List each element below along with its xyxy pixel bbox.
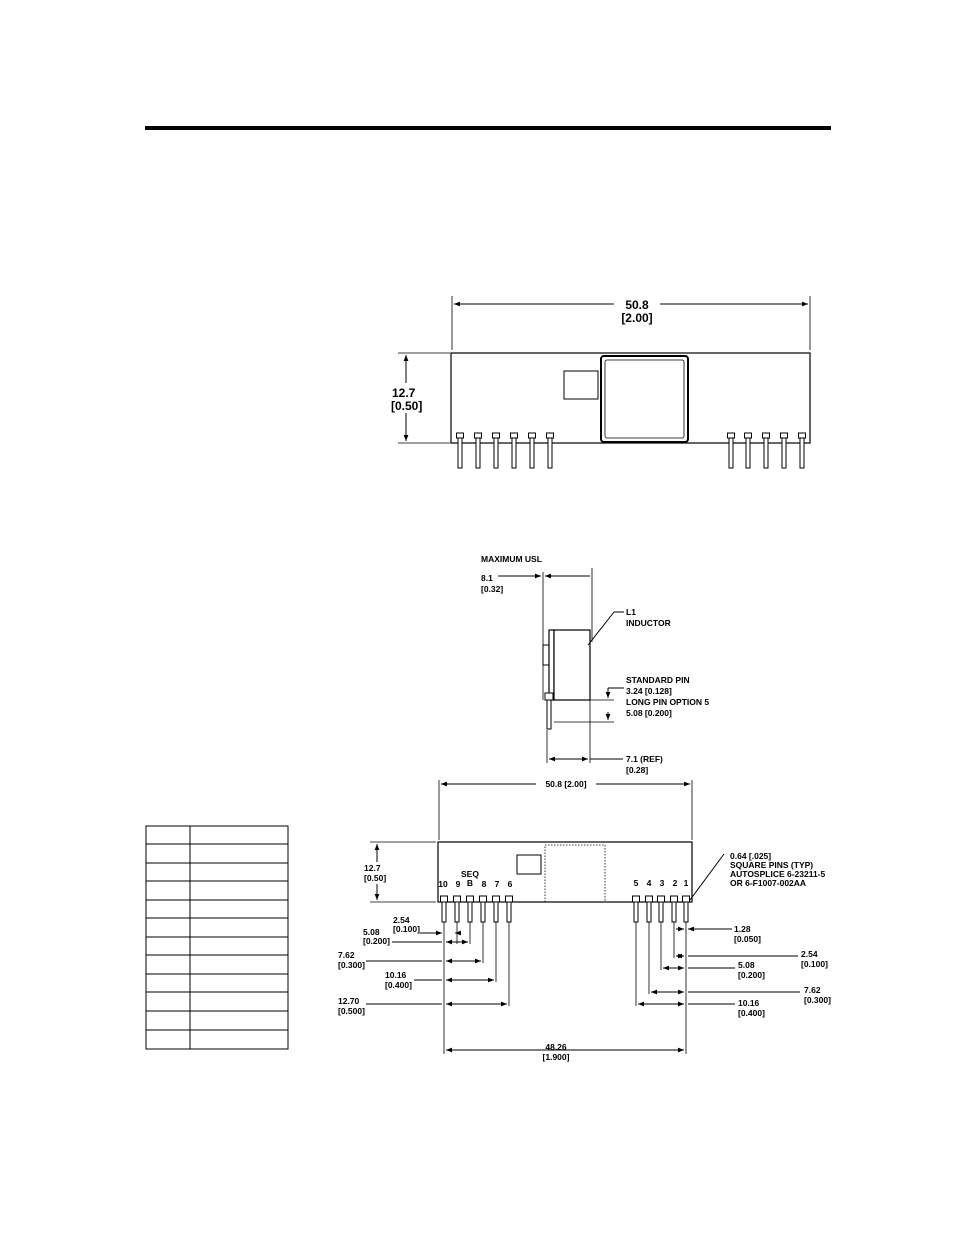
module-body-bottom xyxy=(437,841,693,903)
bottom-view: 50.8 [2.00] 12.7 [0.50] SEQ 10 9 B 8 7 6… xyxy=(338,779,831,1062)
module-body-top xyxy=(450,352,811,444)
pin-number-4: 4 xyxy=(647,878,652,888)
side-depth-mm: 8.1 xyxy=(481,573,493,583)
bottom-height-in: [0.50] xyxy=(364,873,386,883)
seq-label: SEQ xyxy=(461,869,479,879)
side-depth-in: [0.32] xyxy=(481,584,503,594)
total-span-in: [1.900] xyxy=(543,1052,570,1062)
long-pin-label: LONG PIN OPTION 5 xyxy=(626,697,709,707)
bottom-width: 50.8 [2.00] xyxy=(545,779,586,789)
right-dim-1-in: [0.050] xyxy=(734,934,761,944)
standard-pin-dim: 3.24 [0.128] xyxy=(626,686,672,696)
left-dim-4-in: [0.400] xyxy=(385,980,412,990)
inductor-outline-bottom xyxy=(544,844,606,903)
left-dim-2-mm: 5.08 xyxy=(363,927,380,937)
top-height-mm: 12.7 xyxy=(392,386,416,400)
pin-note-line-3: AUTOSPLICE 6-23211-5 xyxy=(730,869,826,879)
pin-number-b: B xyxy=(467,878,473,888)
max-usl-label: MAXIMUM USL xyxy=(481,554,542,564)
pin-number-6: 6 xyxy=(508,879,513,889)
pin-note-line-4: OR 6-F1007-002AA xyxy=(730,878,806,888)
header-rule xyxy=(145,126,831,130)
pin-number-3: 3 xyxy=(660,878,665,888)
pin-note-line-1: 0.64 [.025] xyxy=(730,851,771,861)
left-dim-3-in: [0.300] xyxy=(338,960,365,970)
side-pin xyxy=(546,699,552,730)
pin-number-5: 5 xyxy=(634,878,639,888)
right-dim-4-in: [0.300] xyxy=(804,995,831,1005)
side-view: MAXIMUM USL 8.1 [0.32] L1 INDUCTOR STAND… xyxy=(481,554,709,775)
small-component-bottom xyxy=(516,854,542,875)
top-width-in: [2.00] xyxy=(621,311,652,325)
right-dim-5-in: [0.400] xyxy=(738,1008,765,1018)
right-dim-4-mm: 7.62 xyxy=(804,985,821,995)
left-dim-3-mm: 7.62 xyxy=(338,950,355,960)
pin-number-1: 1 xyxy=(684,878,689,888)
inductor-top xyxy=(600,355,689,443)
right-dim-3-in: [0.200] xyxy=(738,970,765,980)
right-dim-5-mm: 10.16 xyxy=(738,998,760,1008)
bottom-pins xyxy=(440,895,690,923)
pin-number-10: 10 xyxy=(438,879,448,889)
side-board xyxy=(548,629,555,701)
left-dim-2-in: [0.200] xyxy=(363,936,390,946)
pin-number-8: 8 xyxy=(482,879,487,889)
right-dim-2-mm: 2.54 xyxy=(801,949,818,959)
standard-pin-label: STANDARD PIN xyxy=(626,675,690,685)
left-dim-5-in: [0.500] xyxy=(338,1006,365,1016)
long-pin-dim: 5.08 [0.200] xyxy=(626,708,672,718)
side-inductor xyxy=(553,629,591,701)
pin-number-7: 7 xyxy=(495,879,500,889)
total-span-mm: 48.26 xyxy=(545,1042,567,1052)
pin-number-2: 2 xyxy=(673,878,678,888)
side-ref-in: [0.28] xyxy=(626,765,648,775)
top-view: 50.8 [2.00] 12.7 [0.50] xyxy=(391,296,811,469)
pin-function-table xyxy=(145,825,289,1050)
pin-number-9: 9 xyxy=(456,879,461,889)
left-dim-1-mm: 2.54 xyxy=(393,915,410,925)
pin-note-line-2: SQUARE PINS (TYP) xyxy=(730,860,813,870)
inductor-ref: L1 xyxy=(626,607,636,617)
top-pins xyxy=(456,432,806,469)
left-dim-5-mm: 12.70 xyxy=(338,996,360,1006)
inductor-name: INDUCTOR xyxy=(626,618,671,628)
small-component-top xyxy=(563,370,599,400)
top-width-mm: 50.8 xyxy=(625,298,649,312)
right-dim-3-mm: 5.08 xyxy=(738,960,755,970)
side-component xyxy=(542,644,550,666)
right-dim-2-in: [0.100] xyxy=(801,959,828,969)
left-dim-1-in: [0.100] xyxy=(393,924,420,934)
bottom-height-mm: 12.7 xyxy=(364,863,381,873)
side-ref-mm: 7.1 (REF) xyxy=(626,754,663,764)
left-dim-4-mm: 10.16 xyxy=(385,970,407,980)
right-dim-1-mm: 1.28 xyxy=(734,924,751,934)
top-height-in: [0.50] xyxy=(391,399,422,413)
